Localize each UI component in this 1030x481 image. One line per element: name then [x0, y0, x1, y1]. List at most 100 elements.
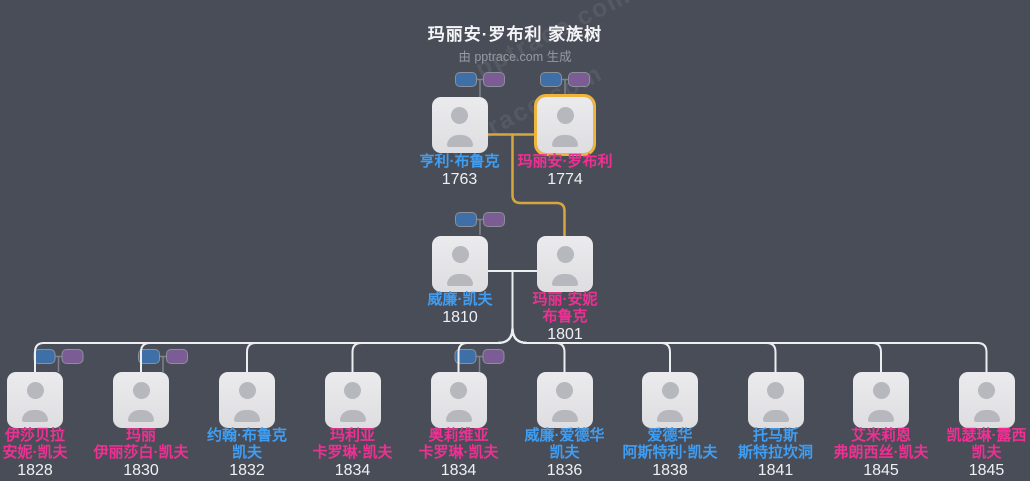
male-ancestor-chip[interactable] — [455, 212, 477, 227]
person-avatar-icon — [339, 410, 366, 422]
person-year: 1845 — [968, 462, 1005, 479]
person-avatar-icon — [767, 382, 784, 399]
person-name: 布鲁克 — [542, 308, 588, 325]
person-label: 威廉·凯夫 1810 — [428, 291, 493, 327]
person-label: 玛丽安·罗布利 1774 — [518, 153, 613, 189]
person-avatar-icon — [978, 382, 995, 399]
person-name: 伊丽莎白·凯夫 — [93, 444, 189, 461]
person-avatar-icon — [132, 382, 150, 399]
person-year: 1801 — [547, 326, 583, 343]
person-avatar-icon — [445, 410, 472, 422]
person-label: 玛丽 伊丽莎白·凯夫 1830 — [94, 427, 189, 480]
person-year: 1845 — [863, 462, 899, 479]
person-card-henry[interactable] — [431, 97, 488, 153]
person-name: 爱德华 — [647, 427, 693, 444]
person-card-child[interactable] — [7, 372, 63, 428]
person-name: 阿斯特利·凯夫 — [622, 444, 718, 461]
person-avatar-icon — [446, 135, 473, 147]
person-label: 约翰·布鲁克 凯夫 1832 — [207, 427, 287, 480]
person-name: 约翰·布鲁克 — [207, 427, 287, 444]
person-avatar-icon — [234, 410, 260, 422]
person-avatar-icon — [447, 273, 473, 286]
person-avatar-icon — [128, 410, 154, 422]
person-card-child[interactable] — [958, 372, 1015, 428]
person-avatar-icon — [451, 245, 469, 263]
person-name: 安妮·凯夫 — [2, 444, 68, 461]
person-year: 1774 — [547, 171, 583, 188]
person-avatar-icon — [973, 410, 1000, 422]
person-card-child[interactable] — [853, 372, 909, 428]
female-ancestor-chip[interactable] — [483, 212, 505, 227]
person-name: 卡罗琳·凯夫 — [312, 444, 393, 461]
highlight-path — [485, 133, 566, 238]
person-avatar-icon — [868, 410, 894, 422]
person-name: 威廉·凯夫 — [427, 291, 493, 308]
person-year: 1810 — [442, 309, 478, 326]
male-ancestor-chip[interactable] — [540, 72, 562, 87]
person-label: 威廉·爱德华 凯夫 1836 — [525, 427, 605, 480]
female-ancestor-chip[interactable] — [483, 72, 505, 87]
person-label: 艾米莉恩 弗朗西丝·凯夫 1845 — [834, 427, 929, 480]
person-avatar-icon — [22, 410, 48, 422]
person-label: 托马斯 斯特拉坎洞 1841 — [738, 427, 813, 480]
person-year: 1828 — [17, 462, 53, 479]
person-name: 威廉·爱德华 — [524, 427, 605, 444]
person-card-child[interactable] — [642, 372, 698, 428]
person-card-child[interactable] — [113, 372, 169, 428]
person-year: 1836 — [546, 462, 583, 479]
person-year: 1763 — [441, 171, 478, 188]
person-avatar-icon — [556, 107, 574, 124]
person-name: 艾米莉恩 — [850, 427, 911, 444]
person-card-child[interactable] — [747, 372, 804, 428]
person-year: 1830 — [123, 462, 159, 479]
person-avatar-icon — [26, 382, 44, 399]
person-card-mary-anne[interactable] — [537, 235, 593, 292]
person-avatar-icon — [551, 410, 578, 422]
female-ancestor-chip[interactable] — [166, 349, 188, 364]
person-card-child[interactable] — [430, 372, 487, 428]
person-card-child[interactable] — [536, 372, 593, 428]
female-ancestor-chip[interactable] — [568, 72, 590, 87]
person-label: 亨利·布鲁克 1763 — [420, 153, 500, 189]
person-year: 1841 — [757, 462, 794, 479]
person-card-marian-selected[interactable] — [537, 97, 593, 153]
person-avatar-icon — [657, 410, 683, 422]
male-ancestor-chip[interactable] — [455, 72, 477, 87]
female-ancestor-chip[interactable] — [61, 349, 84, 364]
person-year: 1838 — [652, 462, 688, 479]
person-name: 凯瑟琳·露西 — [946, 427, 1027, 444]
person-card-child[interactable] — [324, 372, 381, 428]
person-label: 伊莎贝拉 安妮·凯夫 1828 — [3, 427, 68, 480]
person-card-william[interactable] — [432, 235, 488, 292]
male-ancestor-chip[interactable] — [138, 349, 160, 364]
person-name: 凯夫 — [971, 444, 1002, 461]
person-avatar-icon — [552, 135, 578, 147]
male-ancestor-chip[interactable] — [454, 349, 477, 364]
person-avatar-icon — [872, 382, 890, 399]
person-label: 奥莉维亚 卡罗琳·凯夫 1834 — [419, 427, 499, 480]
person-avatar-icon — [344, 382, 361, 399]
family-lines — [34, 270, 988, 373]
person-avatar-icon — [556, 382, 573, 399]
person-card-child[interactable] — [219, 372, 275, 428]
page-subtitle: 由 pptrace.com 生成 — [458, 50, 572, 64]
person-avatar-icon — [556, 245, 574, 263]
person-name: 斯特拉坎洞 — [737, 444, 814, 461]
person-year: 1834 — [440, 462, 477, 479]
person-name: 弗朗西丝·凯夫 — [833, 444, 929, 461]
female-ancestor-chip[interactable] — [482, 349, 505, 364]
person-avatar-icon — [762, 410, 789, 422]
person-name: 凯夫 — [231, 444, 262, 461]
person-avatar-icon — [238, 382, 256, 399]
person-name: 奥莉维亚 — [428, 427, 489, 444]
person-avatar-icon — [552, 273, 578, 286]
person-name: 玛丽 — [125, 427, 156, 444]
person-name: 伊莎贝拉 — [4, 427, 65, 444]
ancestor-chips — [33, 72, 590, 364]
page-title: 玛丽安·罗布利 家族树 — [427, 25, 603, 44]
person-name: 凯夫 — [549, 444, 580, 461]
person-year: 1832 — [229, 462, 265, 479]
male-ancestor-chip[interactable] — [33, 349, 56, 364]
